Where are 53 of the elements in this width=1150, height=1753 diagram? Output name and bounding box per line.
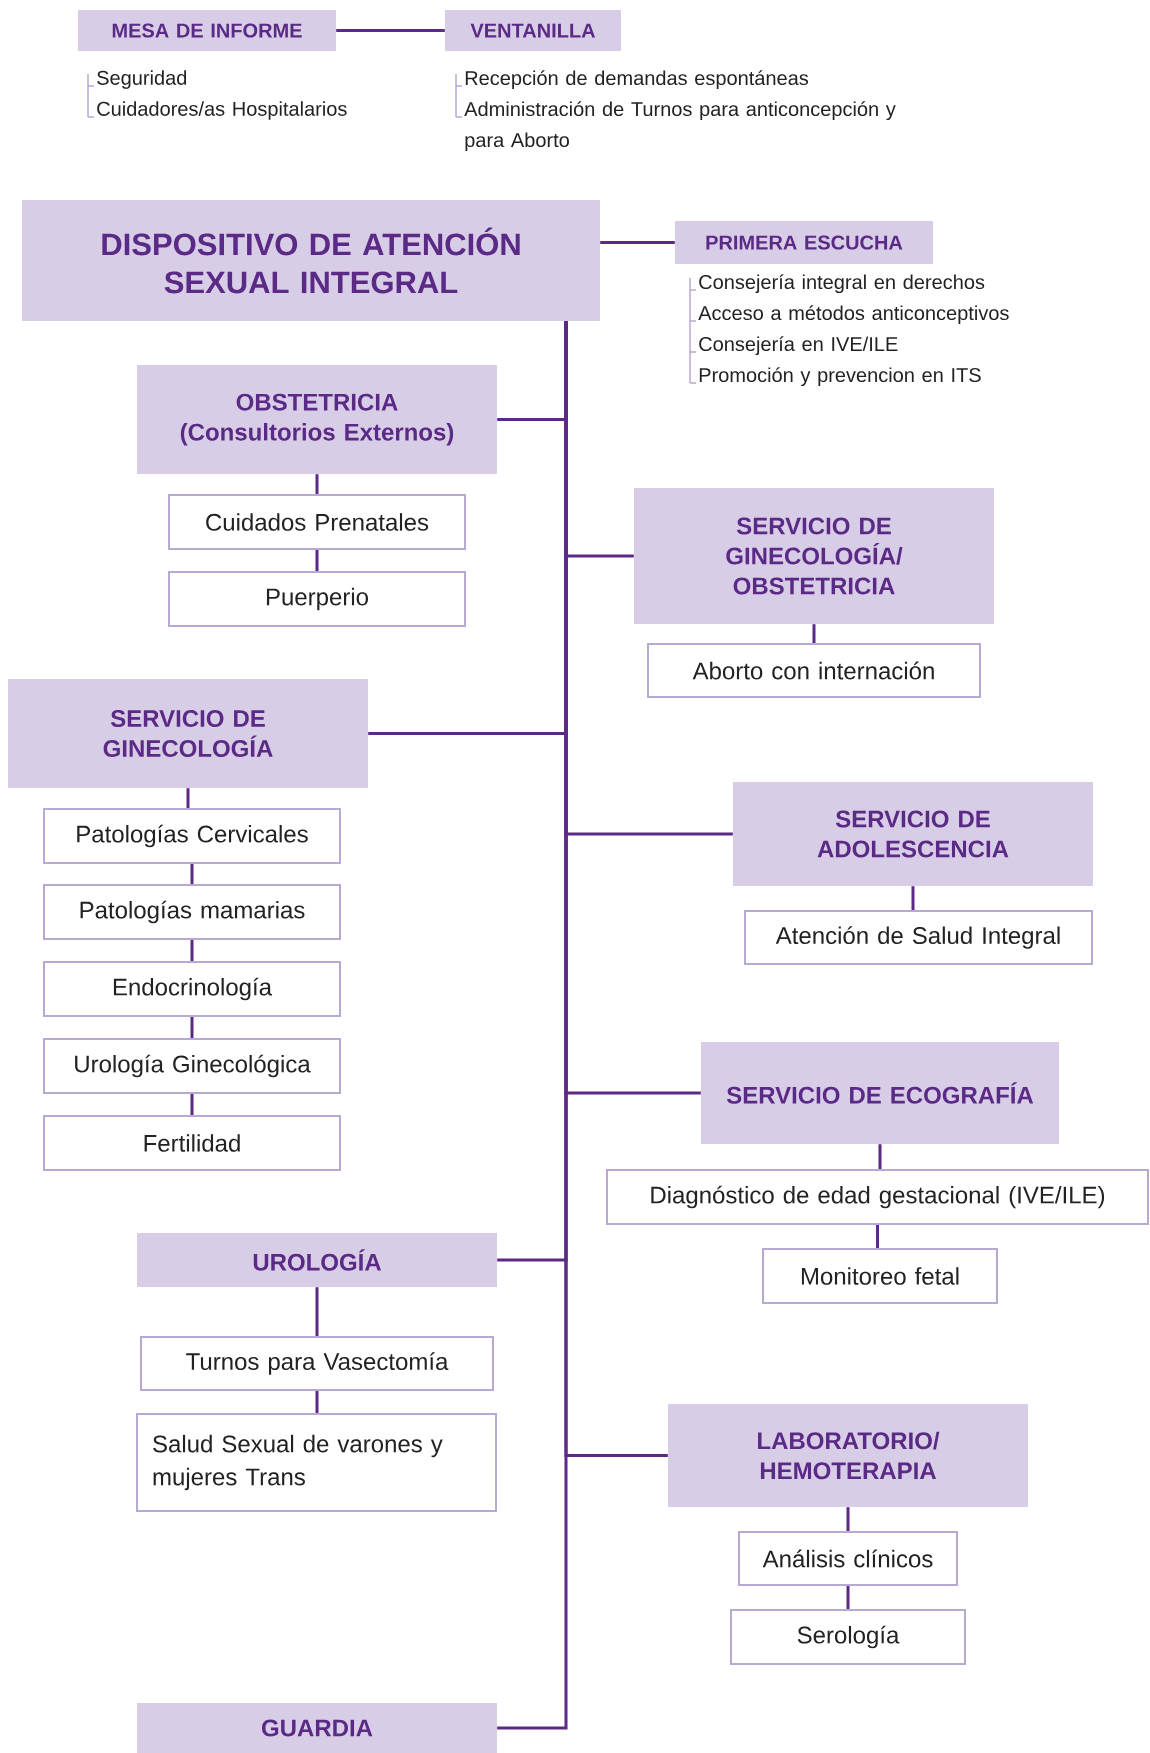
label-box: PRIMERA ESCUCHA	[675, 221, 933, 264]
header-box: SERVICIO DE GINECOLOGÍA/ OBSTETRICIA	[634, 488, 994, 624]
item-box: Monitoreo fetal	[762, 1248, 998, 1304]
list-item: Acceso a métodos anticonceptivos	[698, 305, 1009, 325]
header-box: UROLOGÍA	[137, 1233, 497, 1287]
connector-line	[876, 1225, 879, 1248]
item-box: Diagnóstico de edad gestacional (IVE/ILE)	[606, 1169, 1149, 1225]
list-item: Administración de Turnos para anticoncepción y para Aborto	[464, 101, 896, 152]
connector-line	[315, 1287, 319, 1336]
item-box: Fertilidad	[43, 1115, 341, 1171]
connector-line	[190, 864, 194, 884]
connector-line	[497, 321, 568, 1730]
connector-line	[812, 624, 816, 643]
item-box: Aborto con internación	[647, 643, 981, 698]
list-item: Recepción de demandas espontáneas	[465, 70, 809, 90]
list-item: Seguridad	[97, 70, 187, 89]
list-item: Cuidadores/as Hospitalarios	[97, 101, 347, 120]
header-box: LABORATORIO/ HEMOTERAPIA	[668, 1404, 1028, 1507]
item-box: Cuidados Prenatales	[168, 494, 466, 550]
connector-line	[878, 1144, 882, 1169]
header-box: DISPOSITIVO DE ATENCIÓN SEXUAL INTEGRAL	[22, 200, 600, 321]
header-box: GUARDIA	[137, 1703, 497, 1753]
connector-line	[186, 788, 190, 808]
item-box: Puerperio	[168, 571, 466, 627]
header-box: OBSTETRICIA (Consultorios Externos)	[137, 365, 497, 474]
item-box: Endocrinología	[43, 961, 341, 1017]
connector-line	[190, 940, 194, 961]
list-item: Consejería integral en derechos	[699, 274, 985, 294]
connector-line	[190, 1017, 194, 1038]
connector-line	[315, 550, 319, 571]
item-box: Urología Ginecológica	[43, 1038, 341, 1094]
connector-line	[600, 241, 675, 244]
item-box: Serología	[730, 1609, 966, 1665]
connector-line	[336, 29, 445, 32]
connector-line	[846, 1586, 850, 1609]
item-box: Patologías Cervicales	[43, 808, 341, 864]
item-box: Salud Sexual de varones y mujeres Trans	[136, 1413, 497, 1512]
connector-line	[911, 886, 915, 910]
connector-line	[315, 1391, 319, 1413]
item-box: Análisis clínicos	[738, 1531, 958, 1586]
item-box: Turnos para Vasectomía	[140, 1336, 494, 1391]
connector-line	[190, 1094, 194, 1115]
label-box: VENTANILLA	[445, 10, 621, 51]
label-box: MESA DE INFORME	[78, 10, 336, 51]
item-box: Patologías mamarias	[43, 884, 341, 940]
list-item: Promoción y prevencion en ITS	[699, 367, 981, 387]
header-box: SERVICIO DE ECOGRAFÍA	[701, 1042, 1059, 1144]
connector-line	[846, 1507, 850, 1531]
list-item: Consejería en IVE/ILE	[699, 336, 898, 356]
connector-line	[315, 474, 319, 494]
header-box: SERVICIO DE GINECOLOGÍA	[8, 679, 368, 788]
item-box: Atención de Salud Integral	[744, 910, 1093, 965]
header-box: SERVICIO DE ADOLESCENCIA	[733, 782, 1093, 886]
